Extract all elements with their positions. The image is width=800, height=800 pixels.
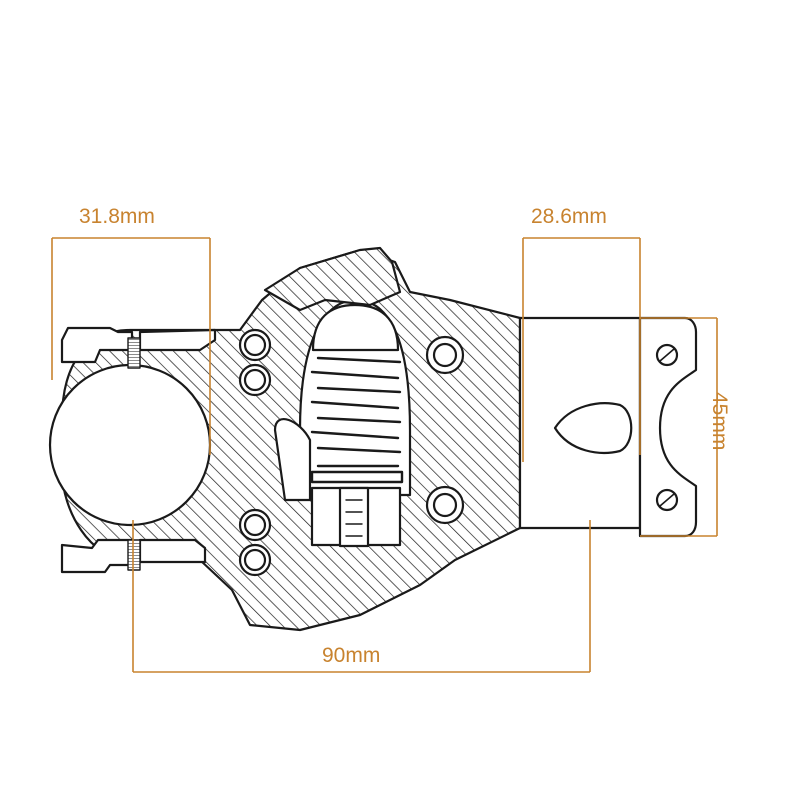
handlebar-bore	[48, 363, 212, 527]
left-bolt-holes	[238, 328, 272, 577]
body-bottom-ear	[138, 538, 207, 564]
faceplate-bottom-ear	[60, 538, 134, 574]
coil-spring	[310, 356, 404, 484]
body-top-ear	[138, 328, 217, 352]
stem-length-dimension: 90mm	[322, 644, 381, 667]
top-knob	[263, 246, 402, 312]
side-clamp-plate	[638, 316, 698, 538]
bottom-clamp-bolt	[127, 539, 141, 571]
top-clamp-bolt	[127, 337, 141, 369]
steerer-clamp-dimension: 28.6mm	[531, 205, 607, 228]
steerer-slot	[553, 402, 633, 454]
piston-cap	[311, 303, 400, 352]
handlebar-clamp-dimension: 31.8mm	[79, 205, 155, 228]
dim-lines-90	[132, 520, 591, 673]
stack-height-dimension: 45mm	[708, 392, 731, 451]
dim-lines-45	[640, 317, 718, 537]
inner-channel	[273, 418, 312, 502]
right-bolt-holes	[425, 335, 465, 525]
adjuster-screw	[338, 486, 370, 548]
dim-lines-28-6	[522, 237, 641, 462]
dim-lines-31-8	[51, 237, 211, 455]
